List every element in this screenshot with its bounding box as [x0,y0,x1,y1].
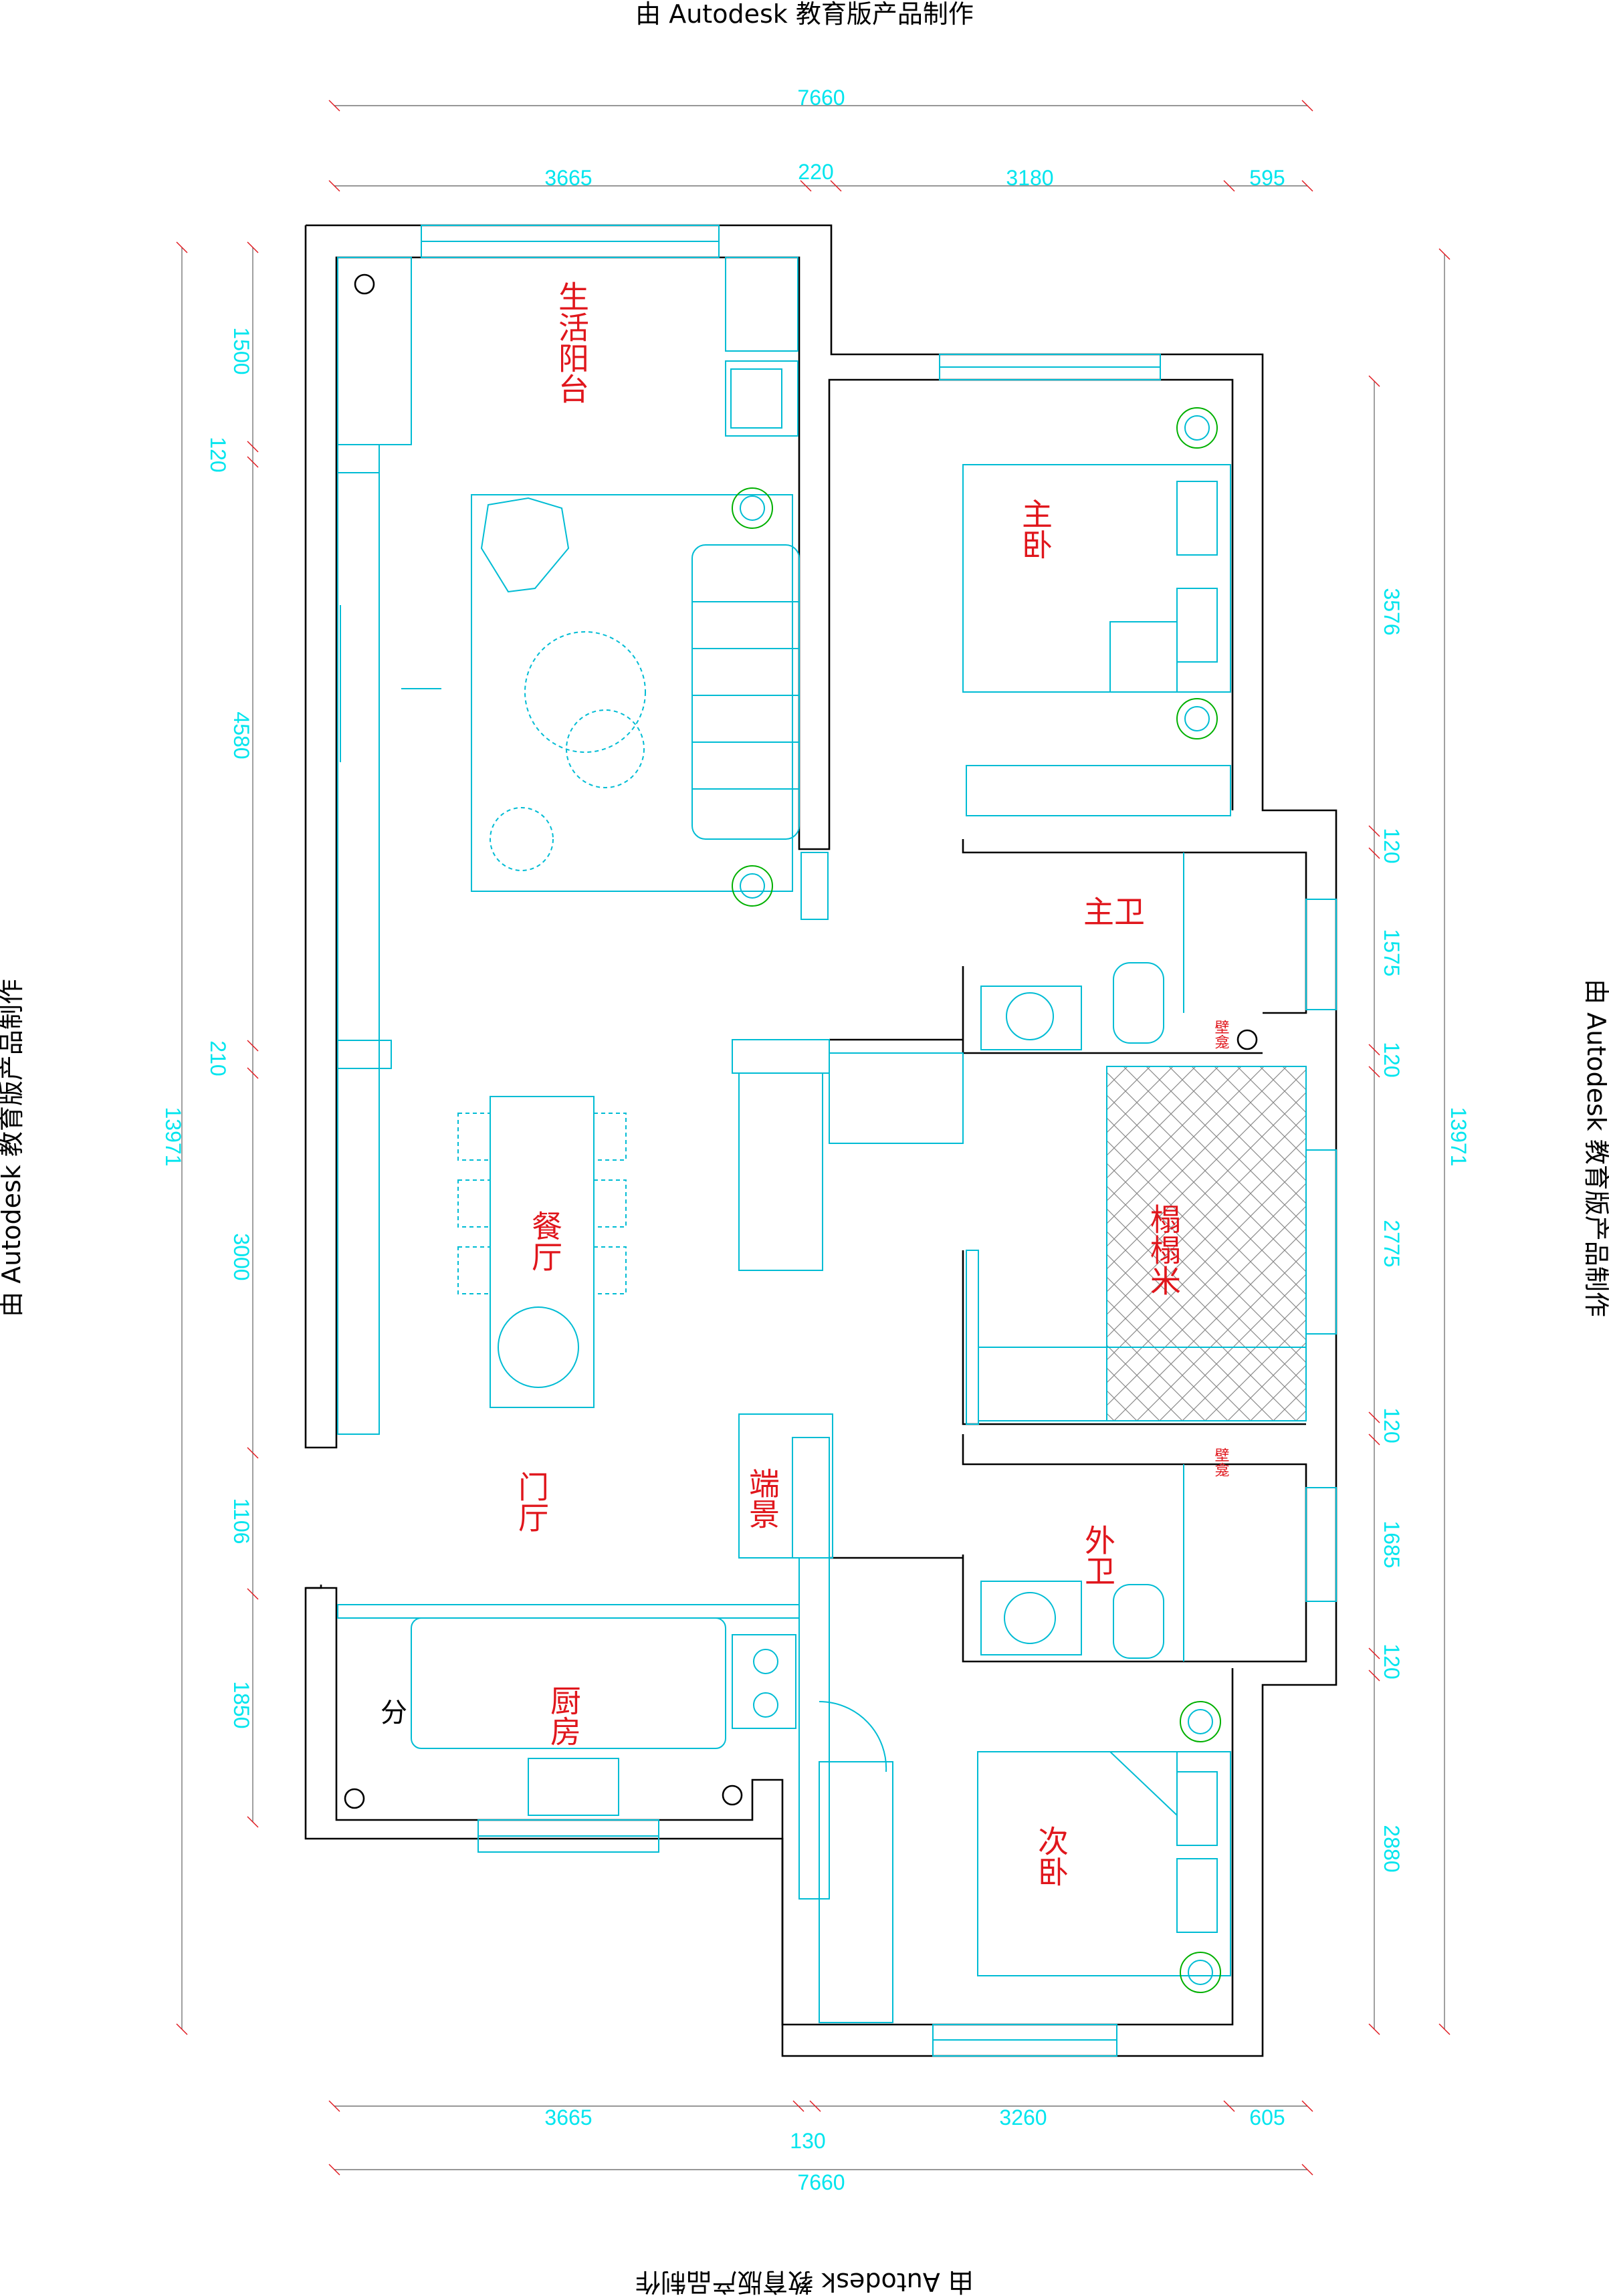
dining-furniture [457,1096,627,1408]
dim-top-seg-1: 3665 [544,166,592,190]
guest-bath-fixtures [980,1464,1184,1661]
dim-top-total: 7660 [797,86,845,110]
dim-right-seg-9: 2880 [1380,1825,1404,1872]
dim-top-seg-2: 220 [798,160,833,184]
dimension-lines-left [176,241,259,2035]
dim-right-seg-2: 120 [1380,828,1404,863]
dim-right-seg-4: 120 [1380,1042,1404,1077]
bath-niche-label-1: 壁龛 [1212,1020,1230,1049]
master-bedroom-furniture [962,407,1231,816]
dim-left-seg-1: 1500 [229,327,253,374]
dim-top-seg-3: 3180 [1006,166,1053,190]
dim-left-seg-4: 210 [206,1040,230,1076]
room-label-kitchen: 厨房 [546,1685,582,1746]
dim-right-seg-6: 120 [1380,1407,1404,1443]
watermark-left: 由 Autodesk 教育版产品制作 [0,979,26,1317]
dimension-lines-top [328,100,1313,192]
dim-bottom-seg-3: 3260 [999,2105,1047,2130]
dimension-lines-bottom [328,2100,1313,2176]
watermark-top: 由 Autodesk 教育版产品制作 [635,0,974,29]
dim-left-total: 13971 [161,1107,185,1167]
bath-niche-label-2: 壁龛 [1212,1448,1230,1477]
dim-right-seg-3: 1575 [1380,929,1404,976]
room-label-tatami: 榻榻米 [1146,1203,1182,1296]
dim-bottom-seg-4: 605 [1249,2105,1285,2130]
dim-left-seg-7: 1850 [229,1681,253,1728]
room-label-entry-view: 端景 [744,1468,780,1529]
living-room-furniture [337,444,829,1435]
dim-bottom-seg-2: 130 [790,2129,825,2153]
dim-bottom-seg-1: 3665 [544,2105,592,2130]
dim-right-total: 13971 [1446,1107,1471,1167]
watermark-right: 由 Autodesk 教育版产品制作 [1582,979,1609,1317]
room-label-entrance: 门厅 [514,1471,550,1532]
dim-left-seg-3: 4580 [229,711,253,759]
master-bath-fixtures [980,852,1258,1050]
room-label-guest-bath: 外卫 [1080,1524,1116,1586]
watermark-bottom: 由 Autodesk 教育版产品制作 [635,2267,974,2296]
dim-left-seg-5: 3000 [229,1233,253,1280]
tatami-area [966,1066,1307,1425]
dimension-lines-right [1368,248,1451,2035]
dim-top-seg-4: 595 [1249,166,1285,190]
room-label-dining: 餐厅 [527,1210,563,1272]
room-label-master-bedroom: 主卧 [1017,498,1053,560]
entry-furniture [732,1039,964,2023]
dim-left-seg-2: 120 [206,437,230,472]
dim-right-seg-8: 120 [1380,1643,1404,1679]
dim-right-seg-7: 1685 [1380,1520,1404,1568]
second-bedroom-furniture [977,1701,1231,1993]
dim-right-seg-5: 2775 [1380,1220,1404,1267]
room-label-master-bath: 主卫 [1083,894,1145,930]
room-label-balcony: 生活阳台 [554,281,590,404]
kitchen-fixtures [337,1604,800,1816]
room-label-second-bedroom: 次卧 [1033,1825,1069,1887]
room-label-kitchen-mark: 分 [376,1698,407,1725]
dim-right-seg-1: 3576 [1380,588,1404,635]
dim-bottom-total: 7660 [797,2170,845,2194]
dim-left-seg-6: 1106 [229,1498,253,1544]
